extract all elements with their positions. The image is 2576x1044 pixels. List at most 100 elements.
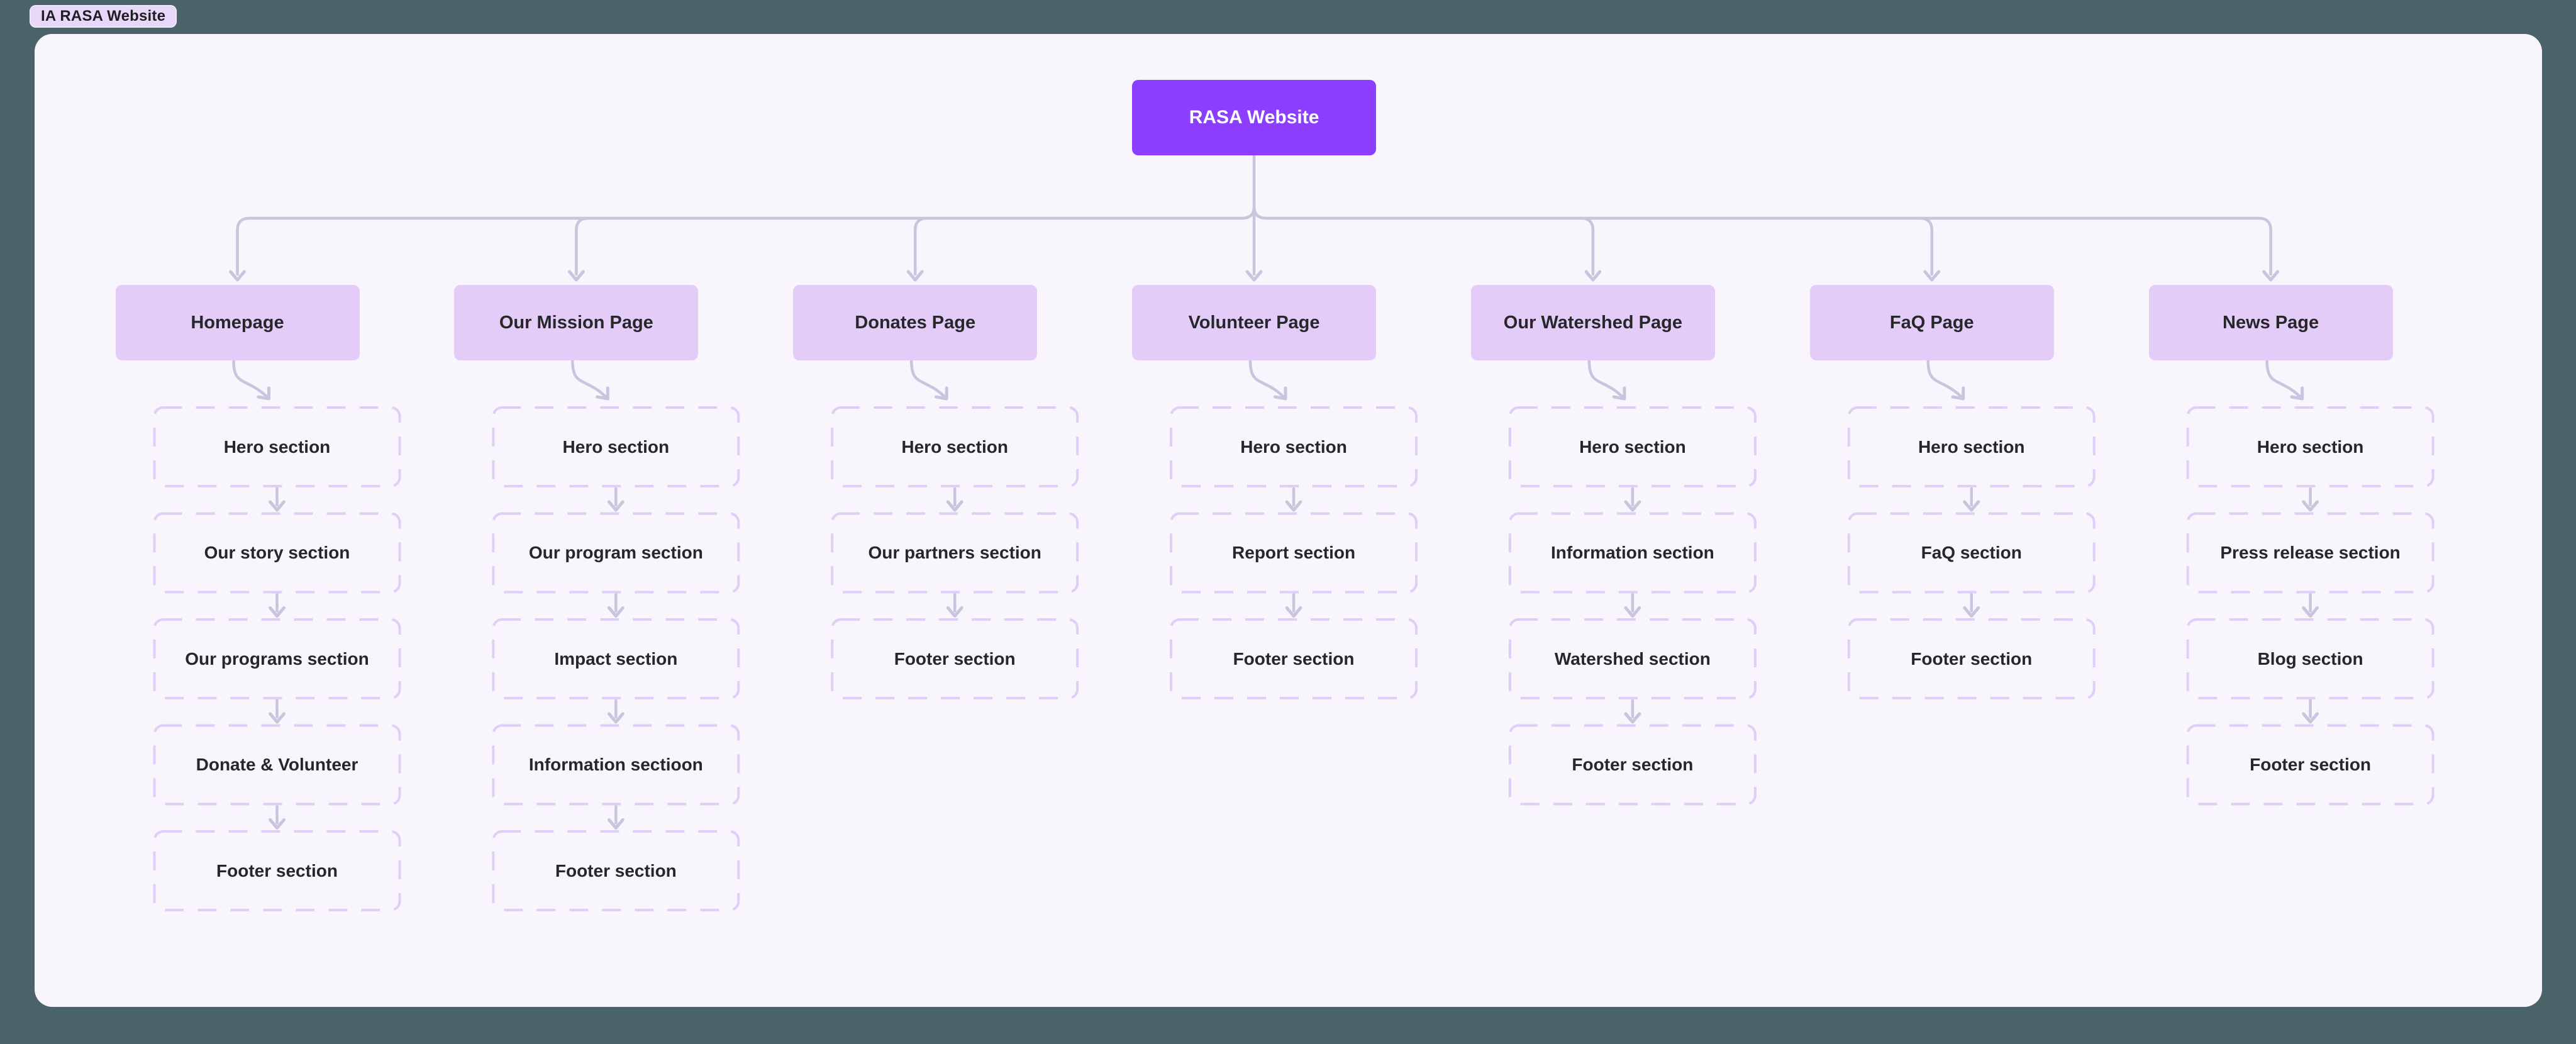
- section-node[interactable]: Hero section: [2188, 408, 2433, 486]
- section-node[interactable]: FaQ section: [1849, 514, 2094, 592]
- connector-path: [1963, 606, 1980, 618]
- page-node[interactable]: Homepage: [115, 285, 360, 360]
- section-node[interactable]: Watershed section: [1510, 619, 1755, 698]
- connector-path: [269, 712, 286, 724]
- section-node[interactable]: Hero section: [832, 408, 1077, 486]
- section-node[interactable]: Footer section: [493, 831, 738, 910]
- connector-path: [1587, 359, 1626, 401]
- section-node-border: [1847, 512, 2096, 594]
- section-node-label: Our programs section: [185, 648, 369, 669]
- page-node-label: News Page: [2223, 312, 2319, 333]
- page-node[interactable]: FaQ Page: [1809, 285, 2054, 360]
- section-node-border: [153, 724, 401, 806]
- section-node-border: [1847, 406, 2096, 487]
- page-node-label: Homepage: [191, 312, 284, 333]
- section-node[interactable]: Hero section: [155, 408, 400, 486]
- section-node-label: Hero section: [1918, 436, 2025, 457]
- page-node-label: Our Watershed Page: [1503, 312, 1682, 333]
- section-node[interactable]: Report section: [1171, 514, 1416, 592]
- section-node[interactable]: Blog section: [2188, 619, 2433, 698]
- connector-path: [934, 386, 948, 401]
- section-node-border: [1508, 618, 1757, 699]
- section-node[interactable]: Hero section: [1510, 408, 1755, 486]
- section-node-border: [1508, 512, 1757, 594]
- section-node[interactable]: Footer section: [155, 831, 400, 910]
- connector-path: [607, 712, 625, 724]
- section-node-label: Information sectioon: [528, 755, 703, 774]
- section-node[interactable]: Footer section: [2188, 726, 2433, 804]
- section-node-label: Impact section: [554, 648, 678, 669]
- section-node-border: [492, 406, 740, 487]
- connector-path: [2262, 270, 2280, 282]
- connector-path: [269, 500, 286, 512]
- page-node-label: Volunteer Page: [1188, 312, 1320, 333]
- section-node-border: [153, 618, 401, 699]
- connector-path: [1245, 270, 1263, 282]
- connector-path: [269, 818, 286, 830]
- section-node-label: Hero section: [901, 436, 1008, 457]
- section-node-label: Our program section: [528, 543, 703, 562]
- section-node[interactable]: Donate & Volunteer: [155, 726, 400, 804]
- connector-path: [229, 270, 246, 282]
- section-node-label: Footer section: [1572, 755, 1694, 774]
- section-node-label: Watershed section: [1554, 648, 1711, 669]
- section-node[interactable]: Hero section: [1849, 408, 2094, 486]
- connector-path: [571, 359, 609, 401]
- section-node-border: [492, 724, 740, 806]
- section-node[interactable]: Our program section: [493, 514, 738, 592]
- section-node-border: [492, 830, 740, 911]
- section-node-border: [2186, 724, 2434, 806]
- connector-path: [257, 386, 270, 401]
- diagram-canvas[interactable]: [35, 34, 2542, 1007]
- section-node-label: FaQ section: [1921, 543, 2022, 562]
- page-node[interactable]: Our Watershed Page: [1470, 285, 1715, 360]
- section-node[interactable]: Footer section: [1849, 619, 2094, 698]
- section-node-border: [153, 830, 401, 911]
- connector-path: [607, 818, 625, 830]
- section-node-label: Hero section: [1240, 436, 1347, 457]
- section-node[interactable]: Impact section: [493, 619, 738, 698]
- connector-path: [607, 606, 625, 618]
- connector-path: [946, 500, 963, 512]
- connector-path: [1624, 500, 1641, 512]
- section-node[interactable]: Footer section: [832, 619, 1077, 698]
- section-node-border: [831, 406, 1079, 487]
- connector-path: [1624, 606, 1641, 618]
- connector-path: [1273, 386, 1287, 401]
- section-node[interactable]: Our partners section: [832, 514, 1077, 592]
- page-node[interactable]: Our Mission Page: [454, 285, 699, 360]
- section-node[interactable]: Information section: [1510, 514, 1755, 592]
- connector-path: [2265, 359, 2304, 401]
- section-node-border: [492, 512, 740, 594]
- section-node-label: Hero section: [2257, 436, 2364, 457]
- page-node[interactable]: Volunteer Page: [1132, 285, 1377, 360]
- connector-path: [906, 270, 924, 282]
- section-node[interactable]: Information sectioon: [493, 726, 738, 804]
- page-node-label: FaQ Page: [1889, 312, 1974, 333]
- page-node[interactable]: Donates Page: [793, 285, 1038, 360]
- connector-path: [946, 606, 963, 618]
- section-node[interactable]: Footer section: [1171, 619, 1416, 698]
- section-node-label: Hero section: [562, 436, 670, 457]
- frame-title-badge[interactable]: IA RASA Website: [30, 5, 177, 28]
- section-node[interactable]: Hero section: [1171, 408, 1416, 486]
- section-node-label: Donate & Volunteer: [196, 755, 358, 774]
- section-node-label: Footer section: [216, 860, 338, 880]
- section-node-label: Report section: [1232, 543, 1356, 562]
- section-node[interactable]: Hero section: [493, 408, 738, 486]
- page-node-label: Donates Page: [855, 312, 976, 333]
- page-node-label: Our Mission Page: [499, 312, 653, 333]
- section-node[interactable]: Press release section: [2188, 514, 2433, 592]
- section-node[interactable]: Footer section: [1510, 726, 1755, 804]
- connector-path: [1285, 500, 1302, 512]
- connector-path: [1252, 204, 2272, 232]
- section-node[interactable]: Our programs section: [155, 619, 400, 698]
- connector-path: [1579, 216, 1595, 276]
- section-node[interactable]: Our story section: [155, 514, 400, 592]
- connector-path: [1612, 386, 1626, 401]
- section-node-border: [1170, 512, 1418, 594]
- node-rasa-website[interactable]: RASA Website: [1132, 80, 1377, 155]
- page-node[interactable]: News Page: [2148, 285, 2393, 360]
- section-node-label: Blog section: [2257, 648, 2363, 669]
